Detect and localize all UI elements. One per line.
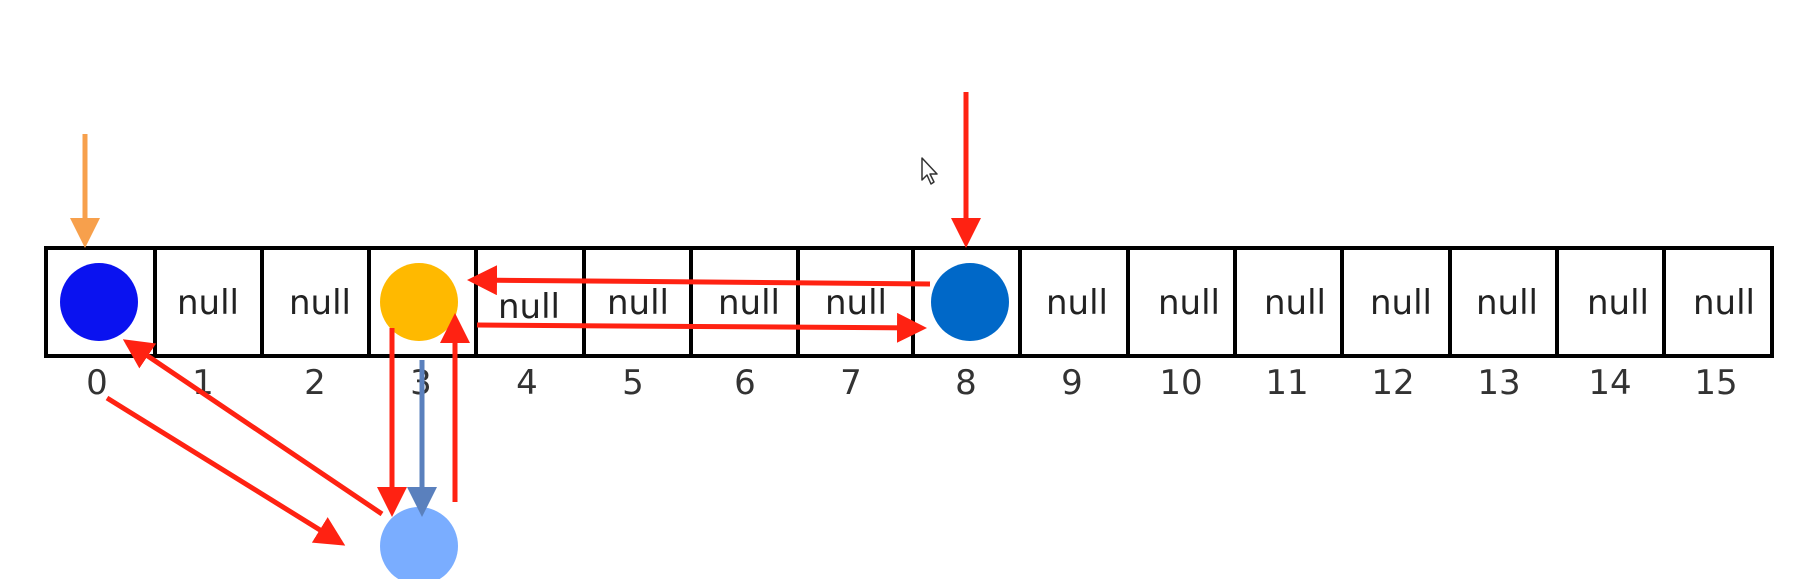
node-slot-3 [380,263,458,341]
index-label-11: 11 [1265,363,1308,403]
index-label-10: 10 [1159,363,1202,403]
cell-label-7: null [825,283,887,323]
cell-label-1: null [177,283,239,323]
cell-label-10: null [1158,283,1220,323]
cell-label-13: null [1476,283,1538,323]
array-frame [44,246,1774,358]
link-0-to-chained-arrow [105,395,346,546]
index-label-5: 5 [622,363,644,403]
cell-label-2: null [289,283,351,323]
cell-label-15: null [1693,283,1755,323]
cell-label-6: null [718,283,780,323]
cell-labels: null null null null null null null null … [177,283,1755,327]
node-slot-0 [60,263,138,341]
node-slot-8 [931,263,1009,341]
index-label-4: 4 [516,363,538,403]
index-label-0: 0 [86,363,108,403]
cell-label-5: null [607,283,669,323]
link-8-to-3-arrow [467,265,931,296]
index-label-12: 12 [1371,363,1414,403]
index-label-7: 7 [840,363,862,403]
index-label-6: 6 [734,363,756,403]
cell-label-9: null [1046,283,1108,323]
cell-label-4: null [498,287,560,327]
link-chained-to-0-arrow [122,339,384,517]
link-3-to-8-arrow [476,312,927,343]
index-label-9: 9 [1061,363,1083,403]
mouse-cursor-icon [921,157,938,185]
index-label-14: 14 [1588,363,1631,403]
index-label-1: 1 [192,363,214,403]
cell-label-11: null [1264,283,1326,323]
index-label-8: 8 [955,363,977,403]
index-labels: 0 1 2 3 4 5 6 7 8 9 10 11 12 13 14 15 [86,363,1737,403]
index-label-15: 15 [1694,363,1737,403]
node-chained [380,507,458,579]
index-label-2: 2 [304,363,326,403]
index-label-13: 13 [1477,363,1520,403]
cell-label-12: null [1370,283,1432,323]
cell-label-14: null [1587,283,1649,323]
